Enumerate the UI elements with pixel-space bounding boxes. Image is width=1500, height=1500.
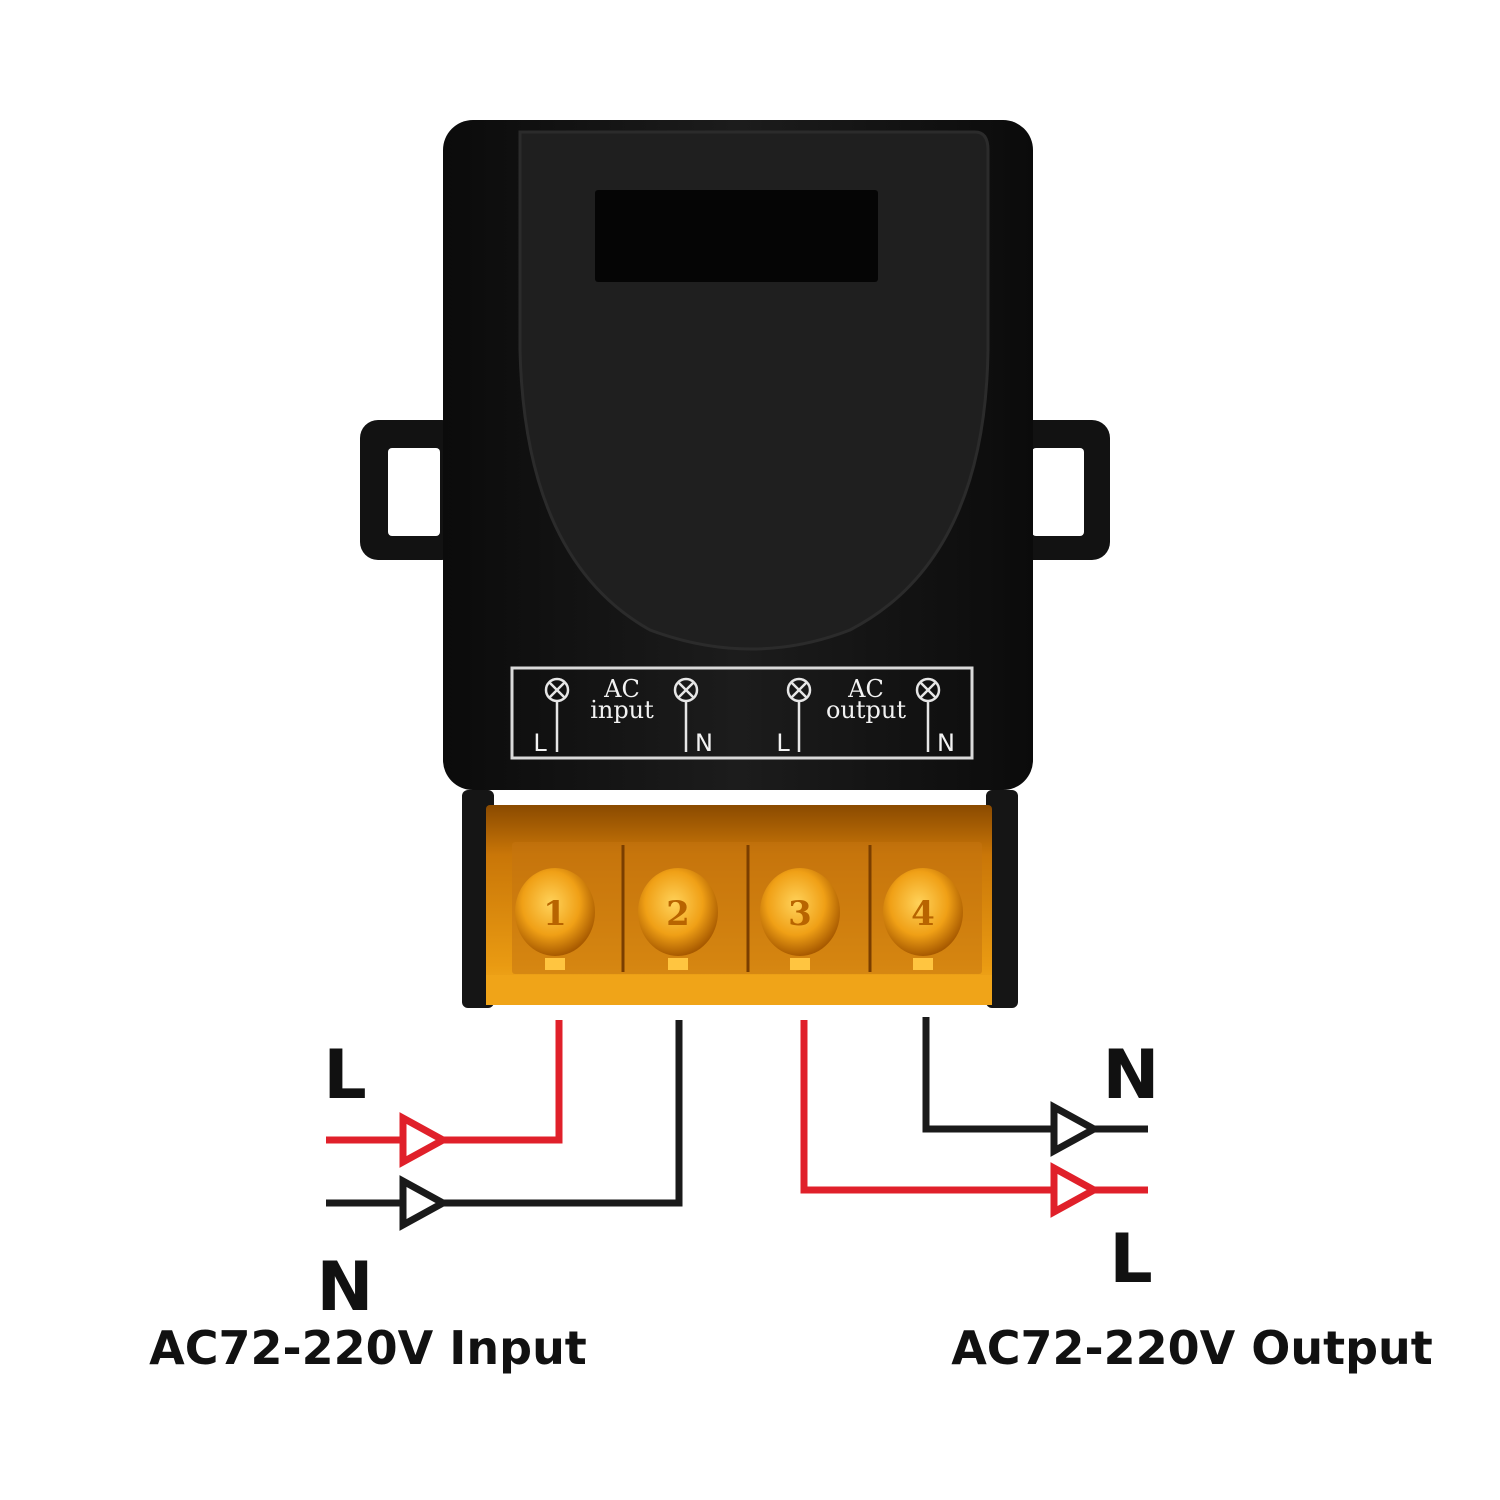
panel-terminal-label-4: N — [937, 729, 955, 757]
panel-terminal-label-3: L — [776, 729, 790, 757]
terminal-label-panel — [510, 666, 974, 760]
relay-module: AC input AC output L N L N 1 2 — [360, 120, 1110, 1008]
output-neutral-label: N — [1103, 1036, 1160, 1115]
output-caption: AC72-220V Output — [951, 1321, 1433, 1375]
wires — [326, 1017, 1148, 1231]
terminal-number-3: 3 — [788, 894, 812, 934]
panel-input-title: AC — [603, 675, 640, 703]
terminal-number-4: 4 — [911, 894, 935, 934]
panel-output-title: AC — [847, 675, 884, 703]
terminal-symbols — [544, 677, 941, 752]
terminal-screw-2: 2 — [638, 868, 718, 970]
terminal-screw-4: 4 — [883, 868, 963, 970]
input-line-label: L — [323, 1036, 366, 1115]
output-line-label: L — [1109, 1220, 1152, 1299]
mounting-ear-right-hole — [1032, 448, 1084, 536]
terminal-screw-1: 1 — [515, 868, 595, 970]
terminal-symbol-1 — [544, 677, 570, 752]
terminal-symbol-3 — [786, 677, 812, 752]
input-line-arrow — [399, 1112, 451, 1168]
output-line-wire — [800, 1020, 1148, 1194]
input-neutral-label: N — [317, 1248, 374, 1327]
mounting-ear-left-hole — [388, 448, 440, 536]
indicator-window — [595, 190, 878, 282]
panel-terminal-label-1: L — [533, 729, 547, 757]
terminal-number-2: 2 — [666, 894, 690, 934]
panel-input-sub: input — [590, 696, 654, 724]
terminal-symbol-2 — [673, 677, 699, 752]
input-caption: AC72-220V Input — [149, 1321, 587, 1375]
output-line-arrow — [1050, 1162, 1102, 1218]
terminal-block-lip — [486, 975, 992, 1005]
input-neutral-arrow — [399, 1175, 451, 1231]
terminal-symbol-4 — [915, 677, 941, 752]
terminal-clip-right — [986, 790, 1018, 1008]
terminal-dividers — [621, 845, 872, 972]
terminal-screw-3: 3 — [760, 868, 840, 970]
terminal-number-1: 1 — [543, 894, 567, 934]
output-neutral-arrow — [1050, 1101, 1102, 1157]
panel-terminal-label-2: N — [695, 729, 713, 757]
panel-output-sub: output — [826, 696, 906, 724]
input-neutral-wire — [326, 1020, 683, 1207]
